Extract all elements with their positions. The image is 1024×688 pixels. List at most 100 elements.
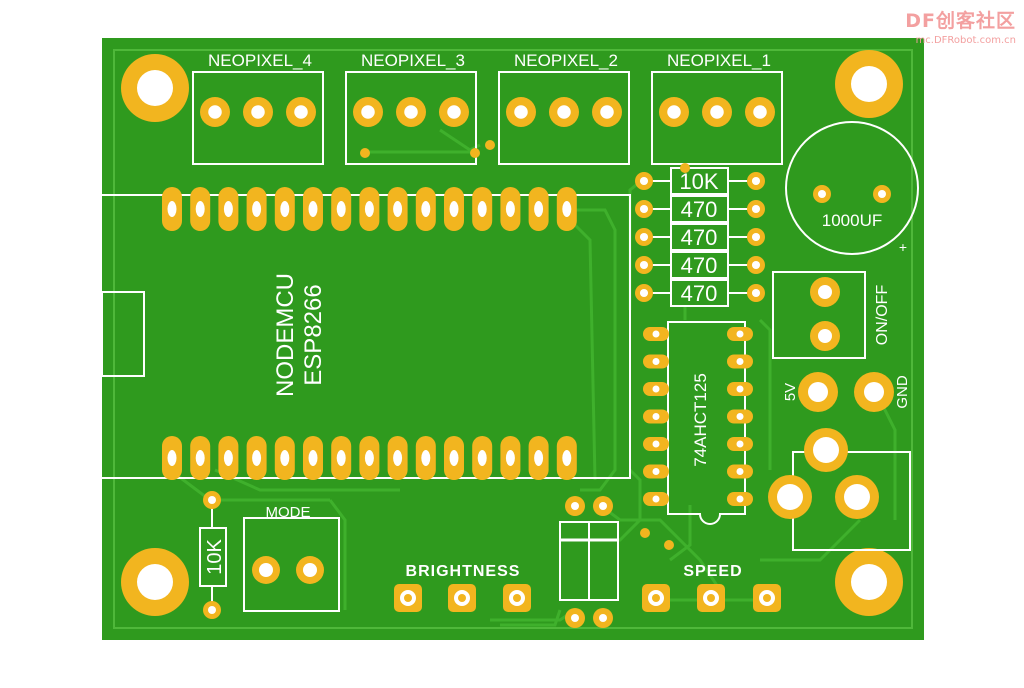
diode-pair	[559, 496, 619, 628]
header-pins-bottom	[162, 436, 577, 480]
capacitor-polarity: +	[899, 239, 907, 255]
mode-label: MODE	[266, 504, 311, 521]
brightness-pot: BRIGHTNESS	[394, 563, 531, 612]
connector-pad	[439, 97, 469, 127]
header-pin	[387, 436, 408, 480]
header-pin	[190, 187, 211, 231]
ic-pin	[643, 382, 669, 396]
resistor: 470	[635, 279, 765, 307]
speed-pot: SPEED	[642, 563, 781, 612]
pcb-board	[102, 38, 924, 640]
header-pin	[500, 187, 521, 231]
neopixel-connector: NEOPIXEL_4	[192, 51, 324, 165]
ic-pin	[727, 327, 753, 341]
header-pin	[218, 187, 239, 231]
watermark-title: DF创客社区	[905, 10, 1016, 32]
watermark: DF创客社区 mc.DFRobot.com.cn	[905, 6, 1016, 46]
neopixel-connector-label: NEOPIXEL_2	[514, 51, 618, 70]
resistor-label: 470	[681, 253, 718, 278]
header-pin	[472, 436, 493, 480]
ic-label: 74AHCT125	[691, 373, 710, 467]
pot-pad	[448, 584, 476, 612]
capacitor-label: 1000UF	[822, 211, 882, 230]
header-pin	[190, 436, 211, 480]
mode-section: MODE 10K	[199, 491, 340, 619]
connector-pad	[659, 97, 689, 127]
usb-port-outline	[101, 291, 145, 377]
ic-pin	[643, 327, 669, 341]
connector-pad	[353, 97, 383, 127]
pot-pad	[753, 584, 781, 612]
ic-pin	[643, 354, 669, 369]
connector-pad	[200, 97, 230, 127]
header-pin	[162, 436, 182, 480]
neopixel-connector-label: NEOPIXEL_3	[361, 51, 465, 70]
mounting-hole	[121, 54, 189, 122]
header-pin	[500, 436, 521, 480]
connector-pad	[286, 97, 316, 127]
resistor-label: 470	[681, 281, 718, 306]
module-label: NODEMCU ESP8266	[272, 273, 327, 397]
header-pins-top	[162, 187, 577, 231]
ic-pin	[727, 464, 753, 479]
header-pin	[444, 187, 464, 231]
header-pin	[472, 187, 493, 231]
connector-pad	[702, 97, 732, 127]
header-pin	[274, 436, 295, 480]
ground-pour-edge	[113, 49, 913, 629]
pot-pad	[697, 584, 725, 612]
switch-footprint: ON/OFF	[772, 271, 891, 359]
resistor-label: 470	[681, 225, 718, 250]
power-pads: 5V GND	[782, 372, 911, 412]
mounting-hole	[835, 50, 903, 118]
header-pin	[331, 436, 352, 480]
ic-pin	[727, 437, 753, 451]
connector-pad	[506, 97, 536, 127]
power-gnd-label: GND	[894, 375, 911, 409]
resistor-pad	[747, 284, 765, 302]
connector-pad	[549, 97, 579, 127]
resistor-pad	[635, 284, 653, 302]
resistor-pad	[635, 228, 653, 246]
resistor-pad	[635, 200, 653, 218]
pot-pad	[503, 584, 531, 612]
resistor-pad	[635, 256, 653, 274]
header-pin	[359, 187, 380, 231]
ic-pin	[727, 409, 753, 424]
ic-pin	[727, 382, 753, 396]
mounting-hole	[121, 548, 189, 616]
resistor: 10K	[635, 167, 765, 195]
header-pin	[415, 436, 436, 480]
pot-pad	[394, 584, 422, 612]
header-pin	[556, 436, 577, 480]
ic-74ahct125: 74AHCT125	[643, 321, 753, 525]
resistor: 470	[635, 195, 765, 223]
header-pin	[218, 436, 239, 480]
header-pin	[556, 187, 577, 231]
pot-pad	[642, 584, 670, 612]
neopixel-connector: NEOPIXEL_3	[345, 51, 477, 165]
ic-pin	[643, 437, 669, 451]
connector-pad	[243, 97, 273, 127]
connector-pad	[396, 97, 426, 127]
resistor-pad	[747, 228, 765, 246]
speed-label: SPEED	[683, 563, 742, 580]
ic-pin	[727, 492, 753, 506]
vias	[360, 140, 690, 550]
capacitor: 1000UF +	[785, 121, 919, 255]
neopixel-connector-label: NEOPIXEL_1	[667, 51, 771, 70]
header-pin	[331, 187, 352, 231]
module-label-line1: NODEMCU	[272, 273, 299, 397]
resistor-label: 470	[681, 197, 718, 222]
ic-pin	[727, 354, 753, 369]
mounting-hole	[835, 548, 903, 616]
header-pin	[359, 436, 380, 480]
resistor: 470	[635, 251, 765, 279]
header-pin	[274, 187, 295, 231]
ic-pin	[643, 409, 669, 424]
header-pin	[162, 187, 182, 231]
watermark-url: mc.DFRobot.com.cn	[915, 35, 1016, 46]
resistor-pad	[747, 200, 765, 218]
